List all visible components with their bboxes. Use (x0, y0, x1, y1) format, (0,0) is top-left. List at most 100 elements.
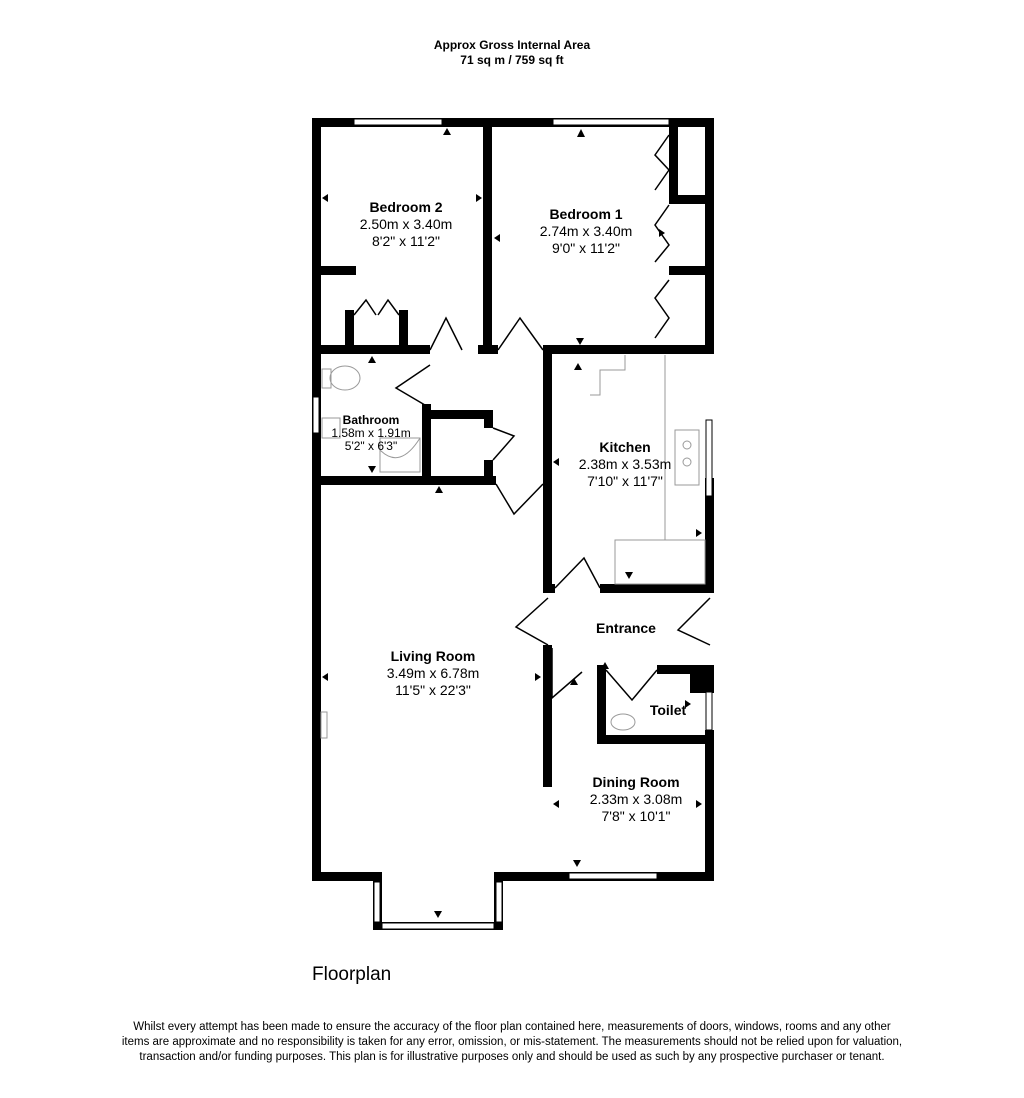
windows (312, 118, 713, 930)
arrow-dining-right (696, 800, 702, 808)
wall-dining-divider (543, 645, 552, 787)
area-value: 71 sq m / 759 sq ft (460, 53, 564, 67)
bedroom1-imperial: 9'0" x 11'2" (552, 240, 620, 256)
door-bath (394, 364, 431, 409)
toilet-left (597, 665, 606, 744)
wall-bottom-left (312, 872, 382, 881)
arrow-dining-top (570, 678, 578, 685)
cupboard-right2 (484, 460, 493, 484)
wall-bed1-bottom (543, 345, 714, 354)
arrow-living-top (435, 486, 443, 493)
b1-wardrobe-wall (669, 118, 678, 198)
dining-room-metric: 2.33m x 3.08m (590, 791, 683, 807)
bedroom1-metric: 2.74m x 3.40m (540, 223, 633, 239)
window-kitchen (705, 419, 713, 497)
window-toilet (705, 691, 713, 731)
fixtures (320, 355, 706, 739)
door-dining (551, 648, 583, 700)
wall-kitchen-left (543, 345, 552, 593)
toilet-bottom (597, 735, 714, 744)
wall-left (312, 118, 321, 881)
door-bed1 (497, 316, 544, 351)
toilet-basin (610, 713, 636, 731)
living-room-name: Living Room (391, 648, 476, 664)
toilet-top (657, 665, 714, 674)
arrow-toilet-top (601, 662, 609, 669)
room-labels: Bedroom 2 2.50m x 3.40m 8'2" x 11'2" Bed… (331, 199, 686, 824)
arrow-bath-bottom (368, 466, 376, 473)
arrow-toilet-right (685, 700, 691, 708)
kitchen-sink-drain2 (682, 457, 692, 467)
arrow-bed2-top (443, 128, 451, 135)
doors (353, 134, 711, 702)
wall-bath-right (422, 404, 431, 484)
wall-bed2-bottom (312, 345, 430, 354)
wall-right-upper (705, 118, 714, 353)
bath-wc-cistern (321, 368, 332, 389)
wardrobe-right (399, 310, 408, 354)
floorplan-label: Floorplan (312, 964, 392, 985)
bathroom-metric: 1.58m x 1.91m (331, 426, 410, 440)
measure-arrows (322, 128, 702, 918)
wall-bed-divider (483, 118, 492, 354)
cupboard-right (484, 410, 493, 428)
door-living (495, 483, 544, 516)
kitchen-name: Kitchen (599, 439, 650, 455)
arrow-bed1-left (494, 234, 500, 242)
arrow-dining-left (553, 800, 559, 808)
wall-right-kitchen (705, 478, 714, 593)
toilet-name: Toilet (650, 702, 687, 718)
living-radiator (320, 711, 328, 739)
window-bed1 (552, 118, 670, 126)
shower-tray (379, 437, 421, 473)
bedroom2-imperial: 8'2" x 11'2" (372, 233, 440, 249)
arrow-kitchen-left (553, 458, 559, 466)
disclaimer: Whilst every attempt has been made to en… (121, 1021, 903, 1063)
b1-wardrobe-wall3 (669, 266, 705, 275)
wardrobe-doors-bed1 (654, 134, 670, 339)
dining-room-name: Dining Room (592, 774, 679, 790)
cupboard-top (430, 410, 492, 419)
window-bed2 (353, 118, 443, 126)
arrow-bed2-left (322, 194, 328, 202)
dining-room-imperial: 7'8" x 10'1" (602, 808, 671, 824)
door-toilet (605, 669, 658, 702)
area-header: Approx Gross Internal Area 71 sq m / 759… (0, 38, 1024, 68)
bathroom-imperial: 5'2" x 6'3" (345, 439, 397, 453)
arrow-bath-top (368, 356, 376, 363)
arrow-living-bottom (434, 911, 442, 918)
area-title: Approx Gross Internal Area (433, 38, 591, 52)
arrow-living-left (322, 673, 328, 681)
wardrobe-doors-bed2 (353, 298, 400, 316)
window-dining (568, 872, 658, 880)
bedroom2-metric: 2.50m x 3.40m (360, 216, 453, 232)
kitchen-sink-drain (682, 440, 692, 450)
wall-bed2-stub (312, 266, 356, 275)
arrow-bed1-right (659, 229, 665, 237)
wall-bath-bottom (312, 476, 496, 485)
window-bay-right (495, 881, 503, 923)
window-bay-left (373, 881, 381, 923)
door-front (514, 597, 549, 646)
arrow-bed2-right (476, 194, 482, 202)
wall-kitchen-bottom-r (600, 584, 714, 593)
arrow-bed1-bottom (576, 338, 584, 345)
wall-top (312, 118, 714, 127)
arrow-bed1-top (577, 129, 585, 137)
bedroom1-name: Bedroom 1 (549, 206, 622, 222)
wall-kitchen-bottom-l (543, 584, 555, 593)
arrow-kitchen-top (574, 363, 582, 370)
wall-hall-stub (478, 345, 498, 354)
door-cupboard (492, 427, 516, 461)
living-room-imperial: 11'5" x 22'3" (395, 682, 471, 698)
arrow-living-right (535, 673, 541, 681)
arrow-kitchen-bottom (625, 572, 633, 579)
door-right-entrance (676, 597, 711, 646)
bedroom2-name: Bedroom 2 (369, 199, 442, 215)
entrance-name: Entrance (596, 620, 656, 636)
arrow-dining-bottom (573, 860, 581, 867)
bath-wc (329, 365, 361, 391)
b1-wardrobe-wall2 (669, 195, 705, 204)
bath-basin (321, 417, 341, 439)
